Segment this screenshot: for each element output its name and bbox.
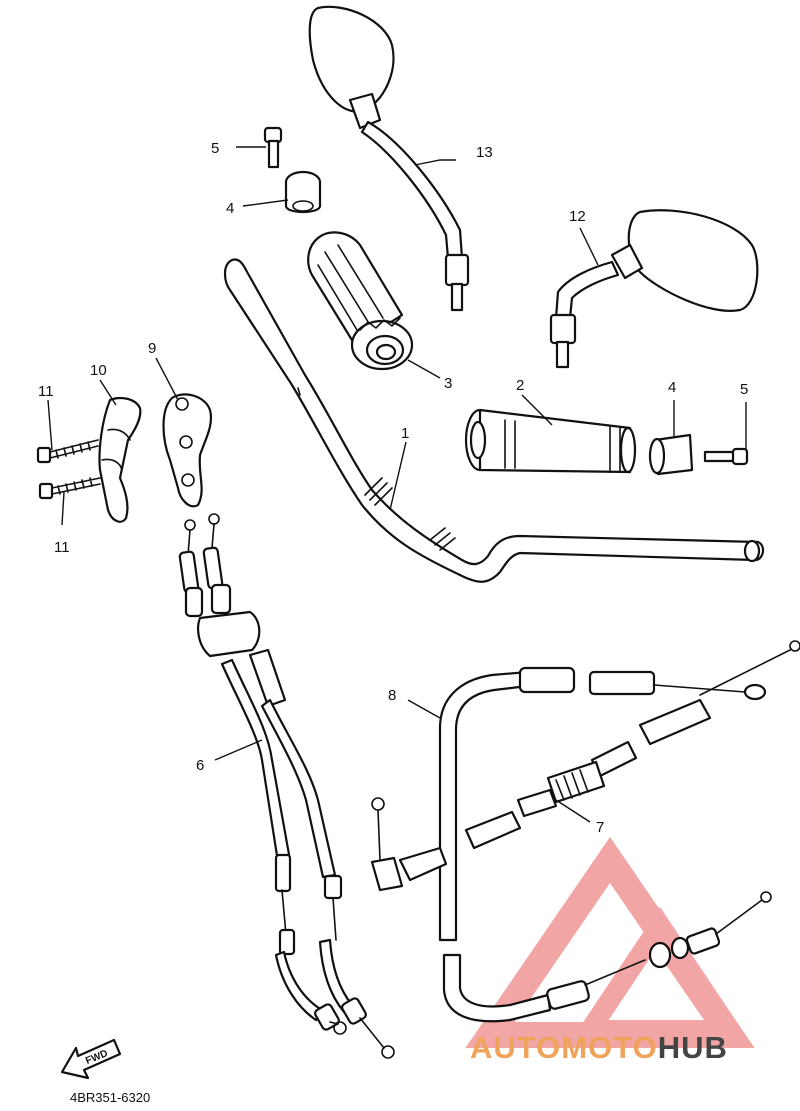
mirror-right <box>549 209 759 369</box>
callout-2: 2 <box>516 377 524 394</box>
callout-1: 1 <box>401 425 409 442</box>
bolt-right <box>703 447 749 466</box>
screw-lower <box>38 477 101 500</box>
leader-lines <box>47 146 747 823</box>
throttle-cables <box>178 513 395 1059</box>
callout-numbers: 1 2 3 4 4 5 5 6 7 8 9 10 11 11 12 13 <box>38 140 748 836</box>
callout-12: 12 <box>569 208 586 225</box>
watermark-logo-triangles <box>465 837 755 1048</box>
grip-end-weight-top <box>284 170 322 214</box>
svg-text:AUTOMOTOHUB: AUTOMOTOHUB <box>470 1030 728 1065</box>
grip-end-weight-right <box>648 433 694 476</box>
throttle-holder-lower <box>98 397 142 523</box>
callout-7: 7 <box>596 819 604 836</box>
left-grip <box>464 408 637 474</box>
mirror-left <box>308 5 470 312</box>
callout-13: 13 <box>476 144 493 161</box>
watermark-part1: AUTOMOTO <box>470 1030 658 1065</box>
callout-9: 9 <box>148 340 156 357</box>
bolt-top <box>263 126 283 169</box>
callout-8: 8 <box>388 687 396 704</box>
forward-arrow: FWD <box>60 1038 122 1080</box>
callout-4-top: 4 <box>226 200 234 217</box>
throttle-holder-upper <box>162 393 213 508</box>
callout-11-upper: 11 <box>38 383 54 400</box>
part-code: 4BR351-6320 <box>70 1090 150 1105</box>
throttle-cable-pull <box>370 640 800 892</box>
clutch-cable <box>438 666 772 1023</box>
callout-5-right: 5 <box>740 381 748 398</box>
callout-3: 3 <box>444 375 452 392</box>
watermark-text: AUTOMOTOHUB <box>470 1030 728 1065</box>
callout-4-right: 4 <box>668 379 676 396</box>
handlebar <box>223 258 765 583</box>
watermark-part2: HUB <box>658 1030 728 1065</box>
callout-11-lower: 11 <box>54 539 70 556</box>
screw-upper <box>36 439 99 464</box>
throttle-grip <box>307 231 414 371</box>
callout-10: 10 <box>90 362 107 379</box>
callout-5-top: 5 <box>211 140 219 157</box>
callout-6: 6 <box>196 757 204 774</box>
